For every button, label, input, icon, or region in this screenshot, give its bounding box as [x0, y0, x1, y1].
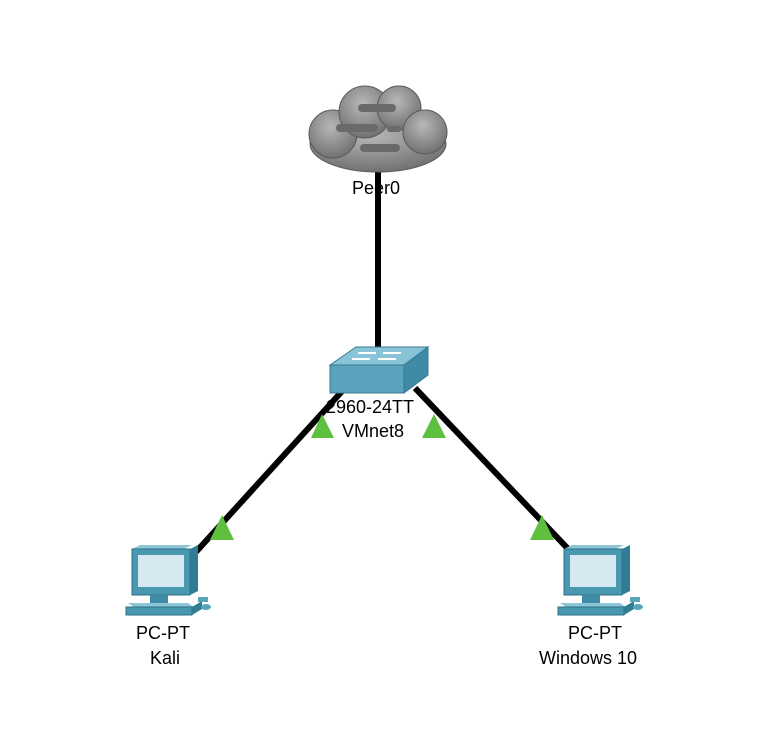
device-name-label: VMnet8 — [342, 421, 405, 441]
pc-icon — [125, 545, 211, 616]
pc-icon — [557, 545, 643, 616]
device-type-label: PC-PT — [568, 623, 622, 643]
link-up-indicator — [311, 414, 334, 438]
device-win10[interactable] — [554, 545, 646, 619]
device-switch[interactable] — [328, 345, 430, 395]
link-up-indicator — [210, 515, 234, 540]
device-name-label: Peer0 — [352, 178, 401, 198]
device-type-label: PC-PT — [136, 623, 190, 643]
device-name-label: Kali — [150, 648, 181, 668]
link-up-indicator — [422, 414, 446, 438]
link-up-indicator — [530, 515, 554, 540]
cloud-icon — [308, 85, 448, 173]
device-type-label: 2960-24TT — [326, 397, 415, 417]
switch-icon — [328, 346, 430, 394]
device-kali[interactable] — [122, 545, 214, 619]
device-name-label: Windows 10 — [539, 648, 638, 668]
device-peer0[interactable] — [303, 82, 453, 180]
link-switch-win10[interactable] — [412, 385, 575, 556]
